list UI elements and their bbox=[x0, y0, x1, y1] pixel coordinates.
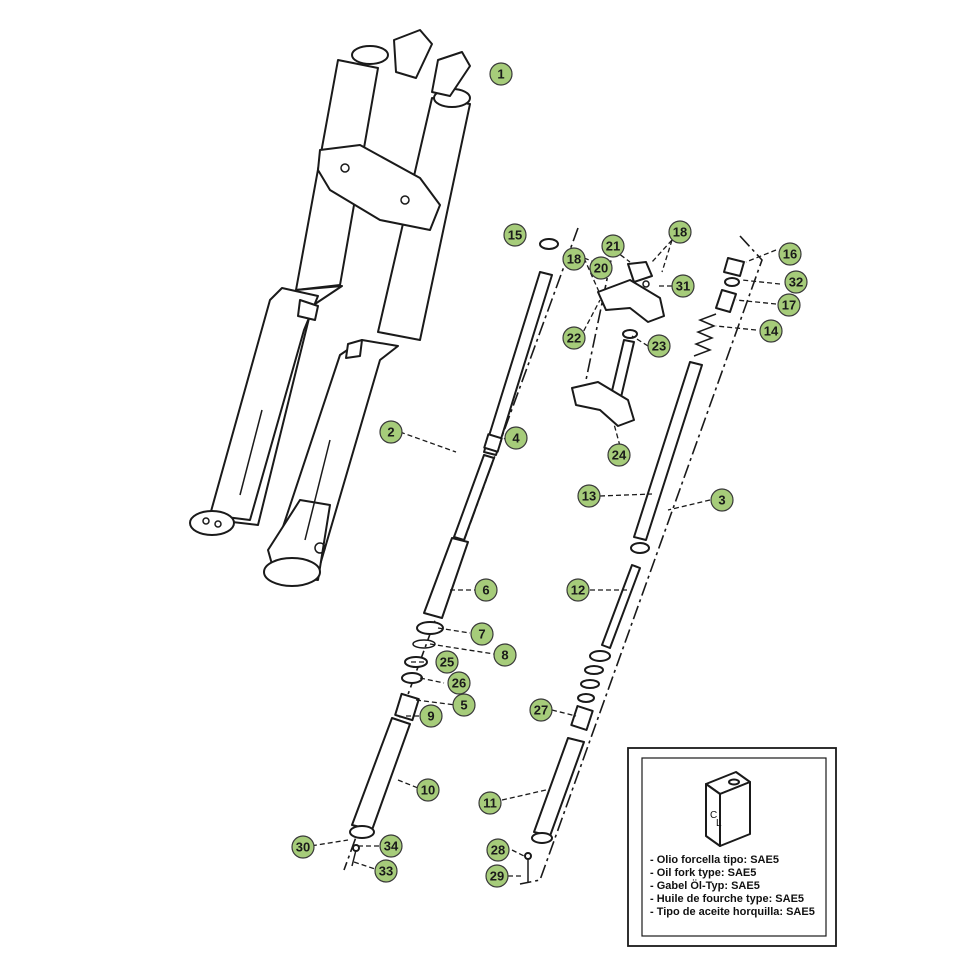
callout-bubble-2: 2 bbox=[379, 420, 403, 444]
callout-number: 16 bbox=[783, 247, 797, 262]
oil-line-fr: - Huile de fourche type: SAE5 bbox=[650, 893, 804, 905]
callout-number: 8 bbox=[501, 648, 508, 663]
callout-number: 10 bbox=[421, 783, 435, 798]
callout-number: 34 bbox=[384, 839, 399, 854]
callout-bubble-32: 32 bbox=[784, 270, 808, 294]
callout-bubble-4: 4 bbox=[504, 426, 528, 450]
callout-number: 18 bbox=[673, 225, 687, 240]
callout-bubble-33: 33 bbox=[374, 859, 398, 883]
callout-number: 3 bbox=[718, 493, 725, 508]
callout-number: 15 bbox=[508, 228, 522, 243]
callout-bubble-27: 27 bbox=[529, 698, 553, 722]
callout-bubble-18a: 18 bbox=[668, 220, 692, 244]
callout-bubble-15: 15 bbox=[503, 223, 527, 247]
callout-number: 20 bbox=[594, 261, 608, 276]
callout-number: 18 bbox=[567, 252, 581, 267]
callout-number: 14 bbox=[764, 324, 779, 339]
callout-bubble-1: 1 bbox=[489, 62, 513, 86]
callout-bubble-28: 28 bbox=[486, 838, 510, 862]
callout-number: 11 bbox=[483, 796, 497, 811]
callout-bubble-16: 16 bbox=[778, 242, 802, 266]
callout-bubble-17: 17 bbox=[777, 293, 801, 317]
callout-bubble-30: 30 bbox=[291, 835, 315, 859]
callout-number: 5 bbox=[460, 698, 467, 713]
callout-bubble-5: 5 bbox=[452, 693, 476, 717]
callout-bubble-31: 31 bbox=[671, 274, 695, 298]
callout-number: 23 bbox=[652, 339, 666, 354]
callout-number: 25 bbox=[440, 655, 454, 670]
callout-bubble-13: 13 bbox=[577, 484, 601, 508]
callout-bubble-24: 24 bbox=[607, 443, 631, 467]
oil-line-es: - Tipo de aceite horquilla: SAE5 bbox=[650, 906, 815, 918]
right-column-parts bbox=[501, 235, 781, 885]
oil-line-de: - Gabel Öl-Typ: SAE5 bbox=[650, 879, 760, 892]
callout-number: 1 bbox=[497, 67, 504, 82]
callout-bubble-21: 21 bbox=[601, 234, 625, 258]
callout-bubble-34: 34 bbox=[379, 834, 403, 858]
callout-bubble-18b: 18 bbox=[562, 247, 586, 271]
callout-number: 31 bbox=[676, 279, 690, 294]
callout-bubble-10: 10 bbox=[416, 778, 440, 802]
oil-can-icon: C L bbox=[705, 771, 751, 847]
callout-bubble-25: 25 bbox=[435, 650, 459, 674]
callout-number: 29 bbox=[490, 869, 504, 884]
callout-number: 6 bbox=[482, 583, 489, 598]
callout-number: 30 bbox=[296, 840, 310, 855]
oil-line-it: - Olio forcella tipo: SAE5 bbox=[650, 854, 779, 866]
callout-number: 32 bbox=[789, 275, 803, 290]
can-label-l: L bbox=[716, 818, 722, 829]
callout-bubble-6: 6 bbox=[474, 578, 498, 602]
callout-number: 2 bbox=[387, 425, 394, 440]
callout-bubble-23: 23 bbox=[647, 334, 671, 358]
callout-bubble-14: 14 bbox=[759, 319, 783, 343]
callout-number: 22 bbox=[567, 331, 581, 346]
oil-line-en: - Oil fork type: SAE5 bbox=[650, 867, 756, 879]
callout-number: 7 bbox=[478, 627, 485, 642]
callout-bubble-20: 20 bbox=[589, 256, 613, 280]
callout-number: 26 bbox=[452, 676, 466, 691]
callout-bubble-11: 11 bbox=[478, 791, 502, 815]
oil-info-box: C L - Olio forcella tipo: SAE5 - Oil for… bbox=[627, 747, 837, 947]
callout-number: 12 bbox=[571, 583, 585, 598]
callout-number: 4 bbox=[512, 431, 520, 446]
callout-number: 33 bbox=[379, 864, 393, 879]
callout-bubble-7: 7 bbox=[470, 622, 494, 646]
can-label-c: C bbox=[710, 810, 717, 821]
callout-number: 27 bbox=[534, 703, 548, 718]
callout-number: 24 bbox=[612, 448, 627, 463]
callout-bubble-12: 12 bbox=[566, 578, 590, 602]
callout-bubble-3: 3 bbox=[710, 488, 734, 512]
callout-bubble-22: 22 bbox=[562, 326, 586, 350]
callout-bubble-8: 8 bbox=[493, 643, 517, 667]
callout-number: 21 bbox=[606, 239, 620, 254]
left-column-parts bbox=[303, 227, 579, 871]
callout-bubble-9: 9 bbox=[419, 704, 443, 728]
callout-bubble-29: 29 bbox=[485, 864, 509, 888]
callout-number: 13 bbox=[582, 489, 596, 504]
callout-bubble-26: 26 bbox=[447, 671, 471, 695]
callout-number: 17 bbox=[782, 298, 796, 313]
callout-number: 9 bbox=[427, 709, 434, 724]
assembled-fork bbox=[189, 29, 471, 587]
callout-number: 28 bbox=[491, 843, 505, 858]
